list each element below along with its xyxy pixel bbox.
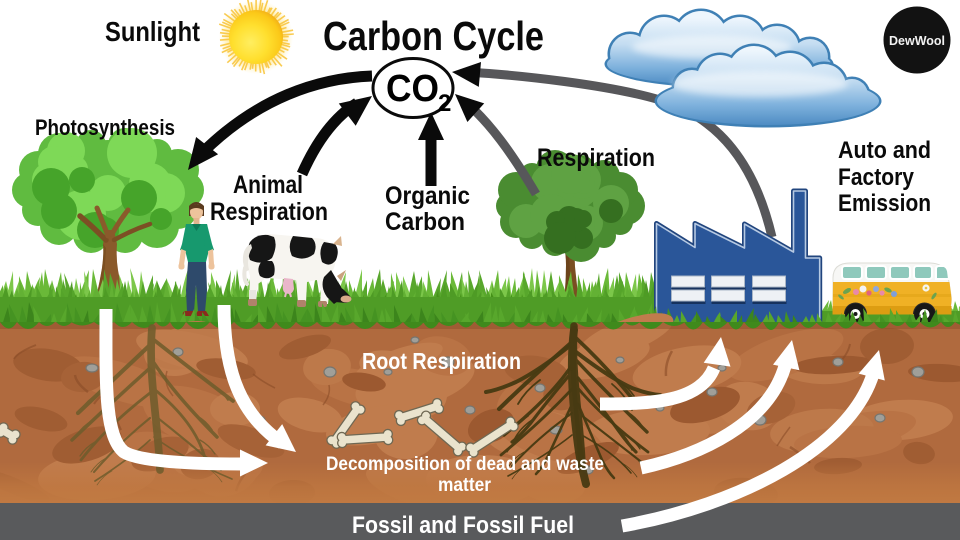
svg-text:Organic: Organic [385, 182, 470, 210]
svg-text:2: 2 [438, 90, 451, 117]
svg-text:CO: CO [386, 68, 439, 110]
svg-text:Decomposition of dead and wast: Decomposition of dead and waste [326, 454, 604, 475]
svg-text:Animal: Animal [233, 171, 303, 199]
svg-text:Factory: Factory [838, 164, 915, 191]
svg-text:Photosynthesis: Photosynthesis [35, 115, 175, 140]
svg-text:Respiration: Respiration [210, 198, 328, 226]
svg-text:Carbon: Carbon [385, 208, 465, 236]
svg-text:DewWool: DewWool [889, 34, 945, 48]
svg-text:Fossil and Fossil Fuel: Fossil and Fossil Fuel [352, 512, 574, 539]
svg-text:Respiration: Respiration [537, 144, 655, 172]
svg-text:Auto and: Auto and [838, 137, 931, 164]
svg-text:Emission: Emission [838, 190, 931, 217]
svg-text:Carbon Cycle: Carbon Cycle [323, 13, 544, 59]
svg-text:matter: matter [438, 475, 492, 496]
svg-text:Sunlight: Sunlight [105, 16, 200, 47]
svg-text:Root Respiration: Root Respiration [362, 348, 521, 374]
